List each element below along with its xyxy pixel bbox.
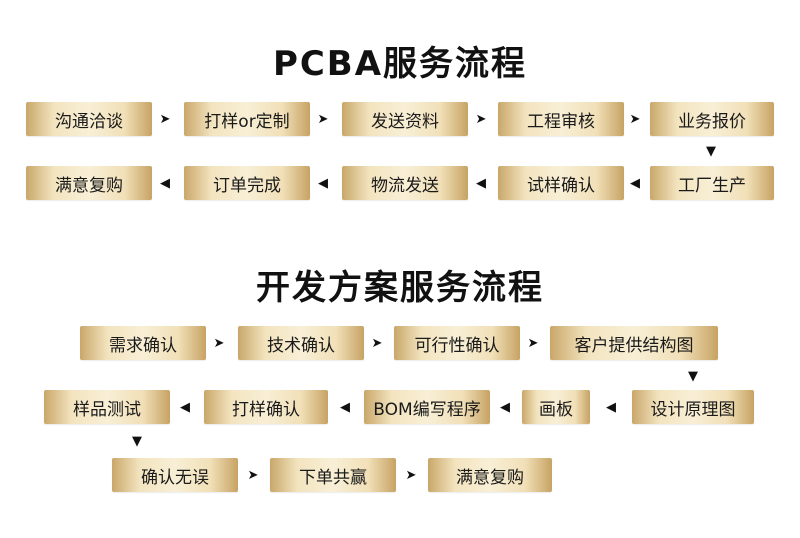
pcba-step-communicate: 沟通洽谈 (26, 102, 152, 136)
pcba-step-engineering-review: 工程审核 (498, 102, 624, 136)
arrow-right-icon: ➤ (371, 336, 383, 351)
pcba-step-sample-or-custom: 打样or定制 (184, 102, 310, 136)
arrow-left-icon: ◀ (500, 400, 510, 415)
dev-step-structure-drawing: 客户提供结构图 (550, 326, 718, 360)
arrow-left-icon: ◀ (160, 176, 170, 191)
dev-step-bom-program: BOM编写程序 (364, 390, 490, 424)
arrow-left-icon: ◀ (606, 400, 616, 415)
dev-title: 开发方案服务流程 (256, 268, 544, 308)
pcba-step-repurchase: 满意复购 (26, 166, 152, 200)
dev-step-sample-confirm: 打样确认 (204, 390, 328, 424)
dev-step-feasibility: 可行性确认 (394, 326, 520, 360)
dev-step-technical: 技术确认 (238, 326, 364, 360)
dev-step-verified: 确认无误 (112, 458, 238, 492)
arrow-right-icon: ➤ (475, 112, 487, 127)
arrow-left-icon: ◀ (630, 176, 640, 191)
dev-step-pcb-layout: 画板 (522, 390, 590, 424)
arrow-left-icon: ◀ (318, 176, 328, 191)
arrow-down-icon: ▼ (132, 434, 142, 449)
pcba-step-sample-confirm: 试样确认 (498, 166, 624, 200)
dev-step-schematic: 设计原理图 (632, 390, 754, 424)
pcba-step-quotation: 业务报价 (650, 102, 774, 136)
arrow-down-icon: ▼ (706, 144, 716, 159)
arrow-right-icon: ➤ (213, 336, 225, 351)
arrow-right-icon: ➤ (247, 468, 259, 483)
arrow-right-icon: ➤ (527, 336, 539, 351)
pcba-step-factory-production: 工厂生产 (650, 166, 774, 200)
arrow-left-icon: ◀ (180, 400, 190, 415)
pcba-step-order-complete: 订单完成 (184, 166, 310, 200)
arrow-down-icon: ▼ (688, 369, 698, 384)
arrow-right-icon: ➤ (159, 112, 171, 127)
arrow-right-icon: ➤ (317, 112, 329, 127)
dev-step-place-order: 下单共赢 (270, 458, 396, 492)
dev-step-repurchase: 满意复购 (428, 458, 552, 492)
pcba-step-send-materials: 发送资料 (342, 102, 468, 136)
dev-step-requirement: 需求确认 (80, 326, 206, 360)
arrow-right-icon: ➤ (629, 112, 641, 127)
pcba-step-logistics: 物流发送 (342, 166, 468, 200)
pcba-title: PCBA服务流程 (272, 44, 528, 84)
arrow-left-icon: ◀ (476, 176, 486, 191)
dev-step-sample-test: 样品测试 (44, 390, 170, 424)
arrow-left-icon: ◀ (340, 400, 350, 415)
arrow-right-icon: ➤ (405, 468, 417, 483)
